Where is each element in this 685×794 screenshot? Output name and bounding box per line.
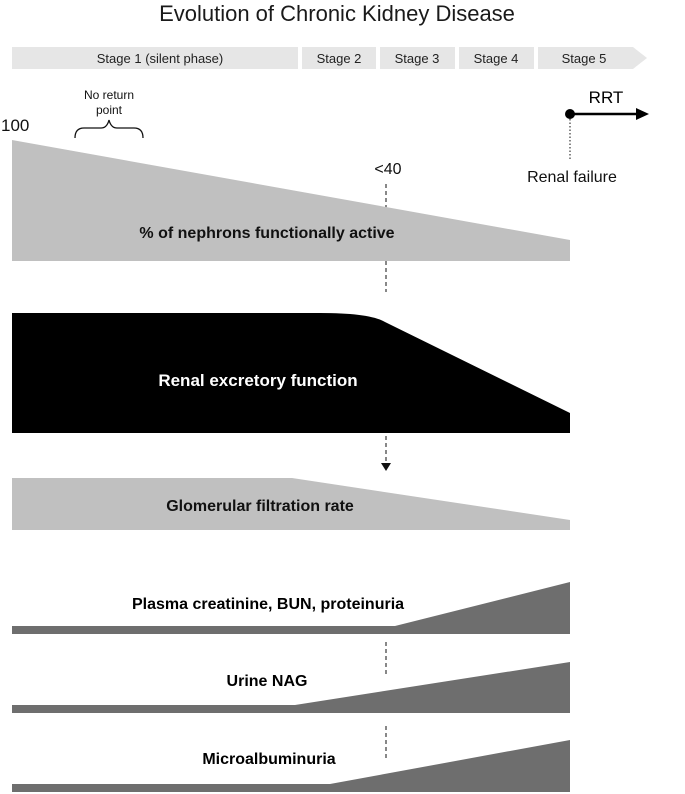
nephrons-label: % of nephrons functionally active (139, 225, 394, 242)
threshold-arrowhead (381, 463, 391, 471)
nephrons-band (12, 140, 570, 261)
rrt-label: RRT (589, 88, 624, 107)
stage-5-label: Stage 5 (562, 51, 607, 66)
urine-nag-band (12, 662, 570, 713)
renal-failure-label: Renal failure (527, 169, 617, 186)
diagram-title: Evolution of Chronic Kidney Disease (159, 1, 515, 26)
stage-2-segment (302, 47, 376, 69)
stage-3-label: Stage 3 (395, 51, 440, 66)
stage-2-label: Stage 2 (317, 51, 362, 66)
excretory-label: Renal excretory function (158, 371, 357, 390)
no-return-label-line1: No return (84, 88, 134, 102)
stage-4-label: Stage 4 (474, 51, 519, 66)
stage-3-segment (380, 47, 455, 69)
stage-5-arrow-segment (538, 47, 647, 69)
no-return-label-line2: point (96, 103, 123, 117)
start-value-label: 100 (1, 116, 29, 135)
threshold-label: <40 (374, 161, 401, 178)
gfr-label: Glomerular filtration rate (166, 498, 354, 515)
stage-bar: Stage 1 (silent phase) Stage 2 Stage 3 S… (12, 47, 647, 69)
creatinine-band (12, 582, 570, 634)
microalbuminuria-label: Microalbuminuria (202, 751, 335, 768)
no-return-brace (74, 119, 144, 139)
excretory-band (12, 313, 570, 433)
rrt-arrowhead (636, 108, 649, 120)
urine-nag-label: Urine NAG (227, 673, 308, 690)
stage-4-segment (459, 47, 534, 69)
stage-1-label: Stage 1 (silent phase) (97, 51, 223, 66)
rrt-start-dot (565, 109, 575, 119)
gfr-band (12, 478, 570, 530)
microalbuminuria-band (12, 740, 570, 792)
stage-1-segment (12, 47, 298, 69)
creatinine-label: Plasma creatinine, BUN, proteinuria (132, 596, 404, 613)
